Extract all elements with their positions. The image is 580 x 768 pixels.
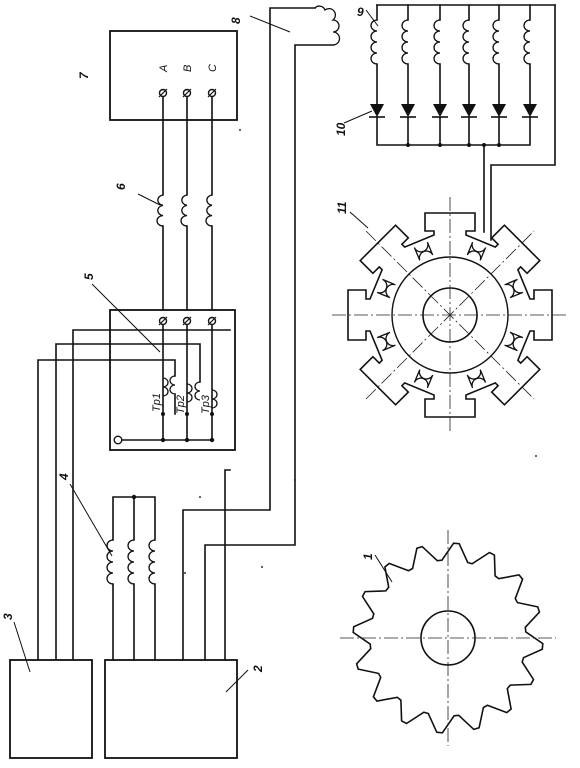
coil-bank-9 [370, 4, 531, 105]
line-8-outer [182, 7, 316, 661]
coil-bank-right-return [490, 4, 556, 241]
lead-transformer-to-block-3-b [55, 343, 201, 664]
lead-transformer-to-block-3-c [72, 329, 231, 664]
line-8-inner [204, 44, 334, 661]
leader-5 [91, 283, 161, 353]
leader-10 [343, 110, 373, 124]
label-9: 9 [357, 5, 364, 19]
stray-marks [184, 129, 537, 574]
coil-8 [314, 5, 341, 46]
diode-output-bus [376, 116, 531, 146]
leader-1 [374, 554, 393, 583]
stator-winding [466, 241, 487, 261]
line-to-block-5 [224, 469, 231, 661]
stator-winding [376, 331, 396, 352]
diode-bank-10 [369, 104, 538, 118]
label-tp2: Tp2 [175, 395, 187, 414]
stator-centerline-d2 [365, 230, 535, 400]
block-7-supply [109, 30, 238, 121]
inductor-4 [106, 539, 156, 585]
terminal-a: A [158, 65, 170, 98]
label-8: 8 [229, 17, 243, 24]
leader-4 [69, 483, 113, 557]
neutral-terminal [113, 435, 123, 445]
transformer-coils [162, 375, 218, 409]
terminal-b-label: B [182, 65, 194, 72]
label-11: 11 [335, 201, 349, 214]
stator-winding [413, 369, 434, 389]
label-1: 1 [361, 553, 375, 560]
label-tp3: Tp3 [200, 394, 212, 414]
leader-11 [349, 211, 369, 229]
lead-transformer-to-block-3-a [37, 359, 176, 664]
block-3 [9, 659, 93, 759]
leader-6 [137, 193, 161, 206]
stator-11 [332, 197, 568, 433]
leader-9 [365, 9, 379, 27]
label-5: 5 [82, 273, 96, 280]
terminal-c: C [207, 64, 219, 98]
label-7: 7 [77, 71, 91, 79]
terminal-c-label: C [207, 64, 219, 72]
leader-2 [225, 669, 249, 693]
stator-winding [466, 369, 487, 389]
label-3: 3 [1, 613, 15, 620]
block-5-transformer-unit [109, 309, 236, 451]
junction-dots-5 [160, 412, 215, 443]
block-2 [104, 659, 238, 759]
label-6: 6 [114, 183, 128, 190]
junction-dots-10 [406, 143, 501, 147]
terminal-b: B [182, 65, 194, 98]
stator-winding [504, 278, 524, 299]
junction-dot-4 [131, 494, 137, 500]
label-tp1: Tp1 [151, 393, 163, 412]
inductor-6 [156, 194, 213, 227]
label-4: 4 [57, 473, 71, 481]
stator-winding [376, 278, 396, 299]
label-10: 10 [334, 122, 348, 136]
stator-winding [504, 331, 524, 352]
leader-8 [249, 15, 291, 33]
leader-3 [13, 621, 31, 673]
label-2: 2 [251, 665, 265, 673]
rotor-gear-1 [340, 530, 556, 746]
stator-winding [413, 241, 434, 261]
terminal-a-label: A [158, 65, 170, 73]
